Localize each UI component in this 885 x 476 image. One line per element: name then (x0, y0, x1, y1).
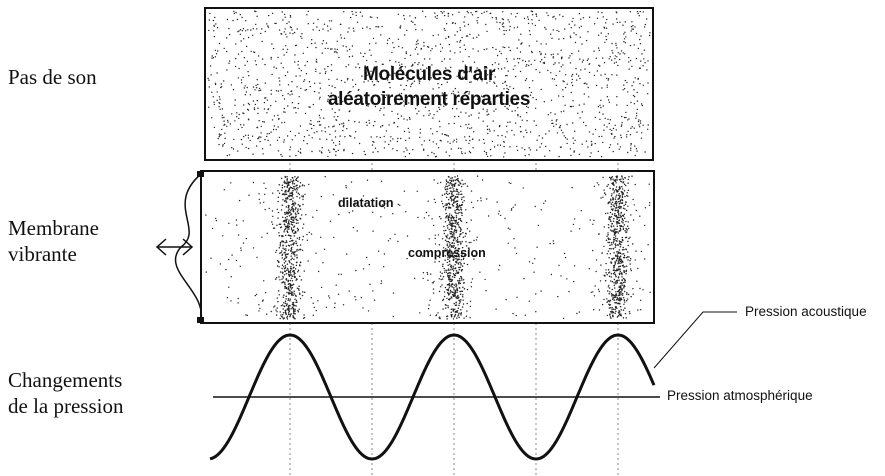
label-acoustic-pressure: Pression acoustique (745, 304, 867, 319)
label-changes-line1: Changements (8, 368, 123, 392)
label-no-sound: Pas de son (8, 65, 97, 89)
label-pressure-changes: Changements de la pression (8, 367, 123, 419)
pressure-wave (209, 333, 656, 461)
guide-lines (289, 8, 619, 476)
caption-line2: aléatoirement réparties (327, 89, 531, 110)
label-dilatation: dilatation (338, 196, 394, 210)
label-membrane-line1: Membrane (8, 216, 99, 240)
label-compression: compression (408, 246, 486, 260)
label-changes-line2: de la pression (8, 394, 124, 418)
label-membrane-line2: vibrante (8, 242, 77, 266)
membrane-bottom-clamp (197, 317, 204, 323)
label-vibrating-membrane: Membrane vibrante (8, 215, 99, 267)
vibration-arrow-icon (155, 238, 194, 256)
random-molecules (207, 10, 651, 158)
compressed-molecules (205, 175, 651, 320)
air-molecules-caption: Molécules d'air aléatoirement réparties (205, 62, 653, 112)
label-atmospheric-pressure: Pression atmosphérique (667, 388, 813, 403)
wave-box (200, 170, 655, 324)
membrane-top-clamp (197, 171, 204, 177)
air-molecules-box (204, 7, 654, 161)
caption-line1: Molécules d'air (362, 64, 495, 85)
acoustic-pressure-pointer (653, 311, 737, 369)
